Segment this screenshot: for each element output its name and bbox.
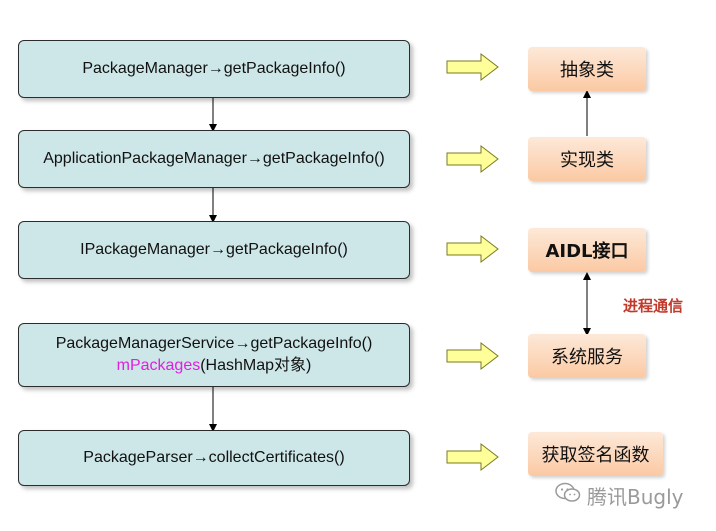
flow-step-application-package-manager: ApplicationPackageManager→getPackageInfo… [18,130,410,188]
label-abstract-class: 抽象类 [528,47,646,91]
block-arrow-3 [446,234,499,264]
flow-step-text: IPackageManager→getPackageInfo() [80,241,348,258]
flow-step-package-manager: PackageManager→getPackageInfo() [18,40,410,98]
watermark: 腾讯Bugly [555,481,683,510]
label-system-service: 系统服务 [528,334,646,378]
label-aidl-interface: AIDL接口 [528,228,646,272]
wechat-icon [555,482,581,509]
flow-step-package-parser: PackageParser→collectCertificates() [18,430,410,486]
flow-step-text: PackageManagerService→getPackageInfo() [55,335,373,352]
block-arrow-5 [446,442,499,472]
hashmap-note: (HashMap对象) [200,357,312,374]
block-arrow-4 [446,341,499,371]
flow-step-text: PackageManager→getPackageInfo() [82,60,346,77]
flow-step-package-manager-service: PackageManagerService→getPackageInfo() m… [18,323,410,387]
mpackages-highlight: mPackages [116,357,201,374]
flow-step-subtext: mPackages(HashMap对象) [117,355,312,377]
block-arrow-2 [446,144,499,174]
flow-step-ipackage-manager: IPackageManager→getPackageInfo() [18,221,410,279]
flow-step-text: PackageParser→collectCertificates() [83,449,345,466]
watermark-text: 腾讯Bugly [587,485,684,509]
flow-step-text: ApplicationPackageManager→getPackageInfo… [43,150,385,167]
block-arrow-1 [446,52,499,82]
label-get-signature-function: 获取签名函数 [528,432,663,476]
ipc-label: 进程通信 [623,297,684,315]
label-implementation-class: 实现类 [528,137,646,181]
